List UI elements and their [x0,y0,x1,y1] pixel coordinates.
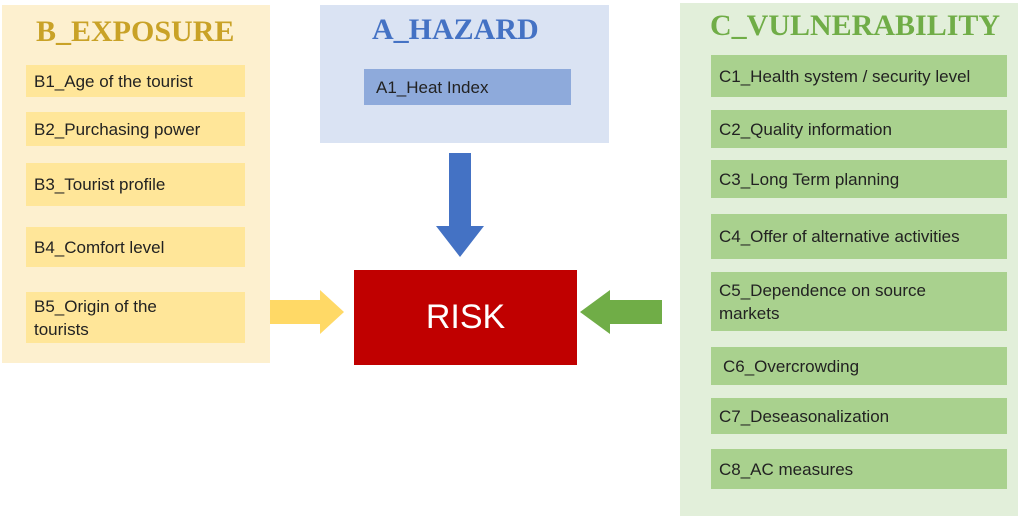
vulnerability-item: C2_Quality information [711,110,1007,148]
hazard-to-risk-arrow [436,153,484,257]
exposure-to-risk-arrow [270,290,344,334]
hazard-title: A_HAZARD [372,13,539,46]
vulnerability-item: C1_Health system / security level [711,55,1007,97]
exposure-item: B2_Purchasing power [26,112,245,146]
vulnerability-item: C7_Deseasonalization [711,398,1007,434]
vulnerability-item: C6_Overcrowding [711,347,1007,385]
exposure-item: B3_Tourist profile [26,163,245,206]
vulnerability-item: C8_AC measures [711,449,1007,489]
exposure-title: B_EXPOSURE [36,15,235,48]
vulnerability-item: C3_Long Term planning [711,160,1007,198]
vulnerability-title: C_VULNERABILITY [710,9,1001,42]
exposure-item: B5_Origin of the tourists [26,292,245,343]
vulnerability-item: C4_Offer of alternative activities [711,214,1007,259]
risk-box: RISK [354,270,577,365]
exposure-item: B4_Comfort level [26,227,245,267]
hazard-item: A1_Heat Index [364,69,571,105]
exposure-item: B1_Age of the tourist [26,65,245,97]
vulnerability-item: C5_Dependence on source markets [711,272,1007,331]
vulnerability-to-risk-arrow [580,290,662,334]
